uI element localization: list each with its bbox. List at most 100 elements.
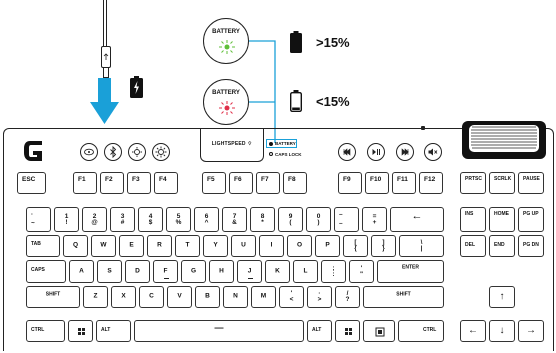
key-2[interactable]: 2@	[82, 207, 107, 232]
backlight-up-button[interactable]	[152, 143, 170, 161]
key-period[interactable]: ·>	[307, 286, 332, 308]
key-enter[interactable]: ENTER	[377, 260, 444, 283]
key-arrow-left[interactable]: ←	[460, 320, 486, 342]
charging-battery-icon	[130, 76, 143, 98]
key-l[interactable]: L	[293, 260, 318, 283]
key-a[interactable]: A	[69, 260, 94, 283]
key-4[interactable]: 4$	[138, 207, 163, 232]
key-t[interactable]: T	[175, 235, 200, 257]
key-f10[interactable]: F10	[365, 172, 389, 194]
key-scrlk[interactable]: SCRLK	[489, 172, 515, 194]
key-ctrl-left[interactable]: CTRL	[26, 320, 65, 342]
key-b[interactable]: B	[195, 286, 220, 308]
game-mode-button[interactable]	[80, 143, 98, 161]
key-f7[interactable]: F7	[256, 172, 280, 194]
key-z[interactable]: Z	[83, 286, 108, 308]
key-f9[interactable]: F9	[338, 172, 362, 194]
key-q[interactable]: Q	[63, 235, 88, 257]
key-shift-left[interactable]: SHIFT	[26, 286, 80, 308]
key-7[interactable]: 7&	[222, 207, 247, 232]
key-e[interactable]: E	[119, 235, 144, 257]
key-f1[interactable]: F1	[73, 172, 97, 194]
key-insert[interactable]: INS	[460, 207, 486, 232]
bluetooth-button[interactable]	[104, 143, 122, 161]
key-h[interactable]: H	[209, 260, 234, 283]
key-windows-right[interactable]	[335, 320, 360, 342]
key-alt-right[interactable]: ALT	[307, 320, 332, 342]
key-6[interactable]: 6^	[194, 207, 219, 232]
key-y[interactable]: Y	[203, 235, 228, 257]
key-space[interactable]: —	[134, 320, 304, 342]
key-alt-left[interactable]: ALT	[96, 320, 131, 342]
key-delete[interactable]: DEL	[460, 235, 486, 257]
key-v[interactable]: V	[167, 286, 192, 308]
backlight-down-button[interactable]	[128, 143, 146, 161]
key-page-up[interactable]: PG UP	[518, 207, 544, 232]
key-pause[interactable]: PAUSE	[518, 172, 544, 194]
key-f11[interactable]: F11	[392, 172, 416, 194]
insert-arrow	[90, 78, 119, 124]
key-g[interactable]: G	[181, 260, 206, 283]
key-1[interactable]: 1!	[54, 207, 79, 232]
key-page-down[interactable]: PG DN	[518, 235, 544, 257]
key-f3[interactable]: F3	[127, 172, 151, 194]
key-comma[interactable]: '<	[279, 286, 304, 308]
key-r[interactable]: R	[147, 235, 172, 257]
key-bracket-close[interactable]: ]}	[371, 235, 396, 257]
mute-icon	[428, 148, 438, 156]
volume-roller[interactable]	[460, 120, 548, 162]
key-o[interactable]: O	[287, 235, 312, 257]
key-home[interactable]: HOME	[489, 207, 515, 232]
mute-button[interactable]	[424, 143, 442, 161]
key-0[interactable]: 0)	[306, 207, 331, 232]
key-s[interactable]: S	[97, 260, 122, 283]
key-prtsc[interactable]: PRTSC	[460, 172, 486, 194]
key-end[interactable]: END	[489, 235, 515, 257]
key-caps-lock[interactable]: CAPS	[26, 260, 66, 283]
key-d[interactable]: D	[125, 260, 150, 283]
key-slash[interactable]: /?	[335, 286, 360, 308]
key-f6[interactable]: F6	[229, 172, 253, 194]
key-bracket-open[interactable]: [{	[343, 235, 368, 257]
key-i[interactable]: I	[259, 235, 284, 257]
key-windows-left[interactable]	[68, 320, 93, 342]
key-f4[interactable]: F4	[154, 172, 178, 194]
key-9[interactable]: 9(	[278, 207, 303, 232]
previous-track-button[interactable]	[338, 143, 356, 161]
key-w[interactable]: W	[91, 235, 116, 257]
key-quote[interactable]: '"	[349, 260, 374, 283]
key-backspace[interactable]: ←	[390, 207, 444, 232]
key-backtick[interactable]: ·~	[26, 207, 51, 232]
key-arrow-up[interactable]: ↑	[489, 286, 515, 308]
key-semicolon[interactable]: ;:	[321, 260, 346, 283]
key-arrow-down[interactable]: ↓	[489, 320, 515, 342]
key-f8[interactable]: F8	[283, 172, 307, 194]
key-n[interactable]: N	[223, 286, 248, 308]
key-j[interactable]: J	[237, 260, 262, 283]
key-ctrl-right[interactable]: CTRL	[398, 320, 444, 342]
key-u[interactable]: U	[231, 235, 256, 257]
key-m[interactable]: M	[251, 286, 276, 308]
key-equals[interactable]: =+	[362, 207, 387, 232]
key-p[interactable]: P	[315, 235, 340, 257]
key-esc[interactable]: ESC	[17, 172, 46, 194]
key-arrow-right[interactable]: →	[518, 320, 544, 342]
key-menu[interactable]	[363, 320, 395, 342]
key-backslash[interactable]: \|	[399, 235, 444, 257]
key-shift-right[interactable]: SHIFT	[363, 286, 444, 308]
play-pause-button[interactable]	[367, 143, 385, 161]
key-3[interactable]: 3#	[110, 207, 135, 232]
key-tab[interactable]: TAB	[26, 235, 60, 257]
key-minus[interactable]: ––	[334, 207, 359, 232]
next-track-button[interactable]	[396, 143, 414, 161]
key-8[interactable]: 8*	[250, 207, 275, 232]
key-c[interactable]: C	[139, 286, 164, 308]
key-f12[interactable]: F12	[419, 172, 443, 194]
key-5[interactable]: 5%	[166, 207, 191, 232]
home-row-bump	[248, 278, 253, 279]
key-f5[interactable]: F5	[202, 172, 226, 194]
key-f[interactable]: F	[153, 260, 178, 283]
key-k[interactable]: K	[265, 260, 290, 283]
key-f2[interactable]: F2	[100, 172, 124, 194]
key-x[interactable]: X	[111, 286, 136, 308]
